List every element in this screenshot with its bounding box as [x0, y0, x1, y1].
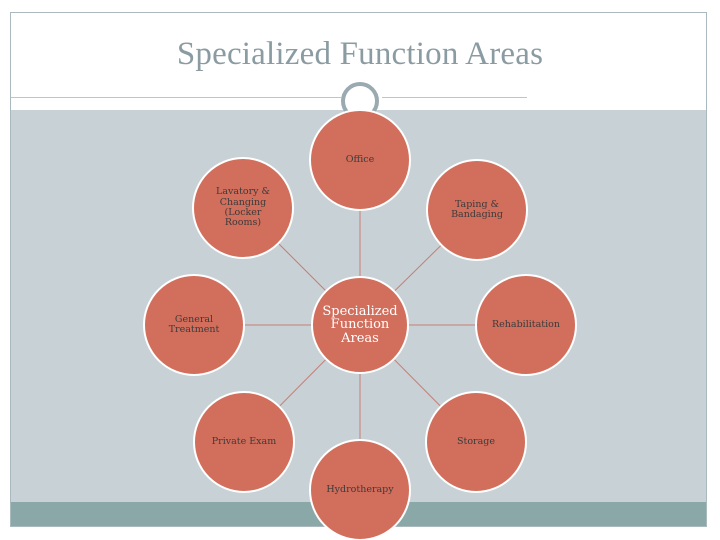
node-office — [309, 109, 411, 211]
node-label-storage: Storage — [457, 435, 495, 447]
node-label-office: Office — [345, 153, 375, 165]
node-label-general: General Treatment — [168, 313, 220, 335]
title-divider-right — [382, 97, 527, 98]
node-taping — [426, 159, 528, 261]
node-label-lavatory: Lavatory & Changing (Locker Rooms) — [216, 186, 270, 229]
title-divider-left — [11, 97, 341, 98]
node-general — [143, 274, 245, 376]
node-label-rehab: Rehabilitation — [492, 318, 560, 330]
slide-title: Specialized Function Areas — [176, 36, 544, 72]
node-storage — [425, 391, 527, 493]
node-exam — [193, 391, 295, 493]
center-node-label: Specialized Function Areas — [322, 303, 398, 346]
node-lavatory — [192, 157, 294, 259]
node-label-hydro: Hydrotherapy — [326, 483, 394, 495]
node-label-exam: Private Exam — [211, 435, 277, 447]
center-node — [311, 276, 409, 374]
node-hydro — [309, 439, 411, 540]
node-label-taping: Taping & Bandaging — [451, 198, 503, 220]
node-rehab — [475, 274, 577, 376]
